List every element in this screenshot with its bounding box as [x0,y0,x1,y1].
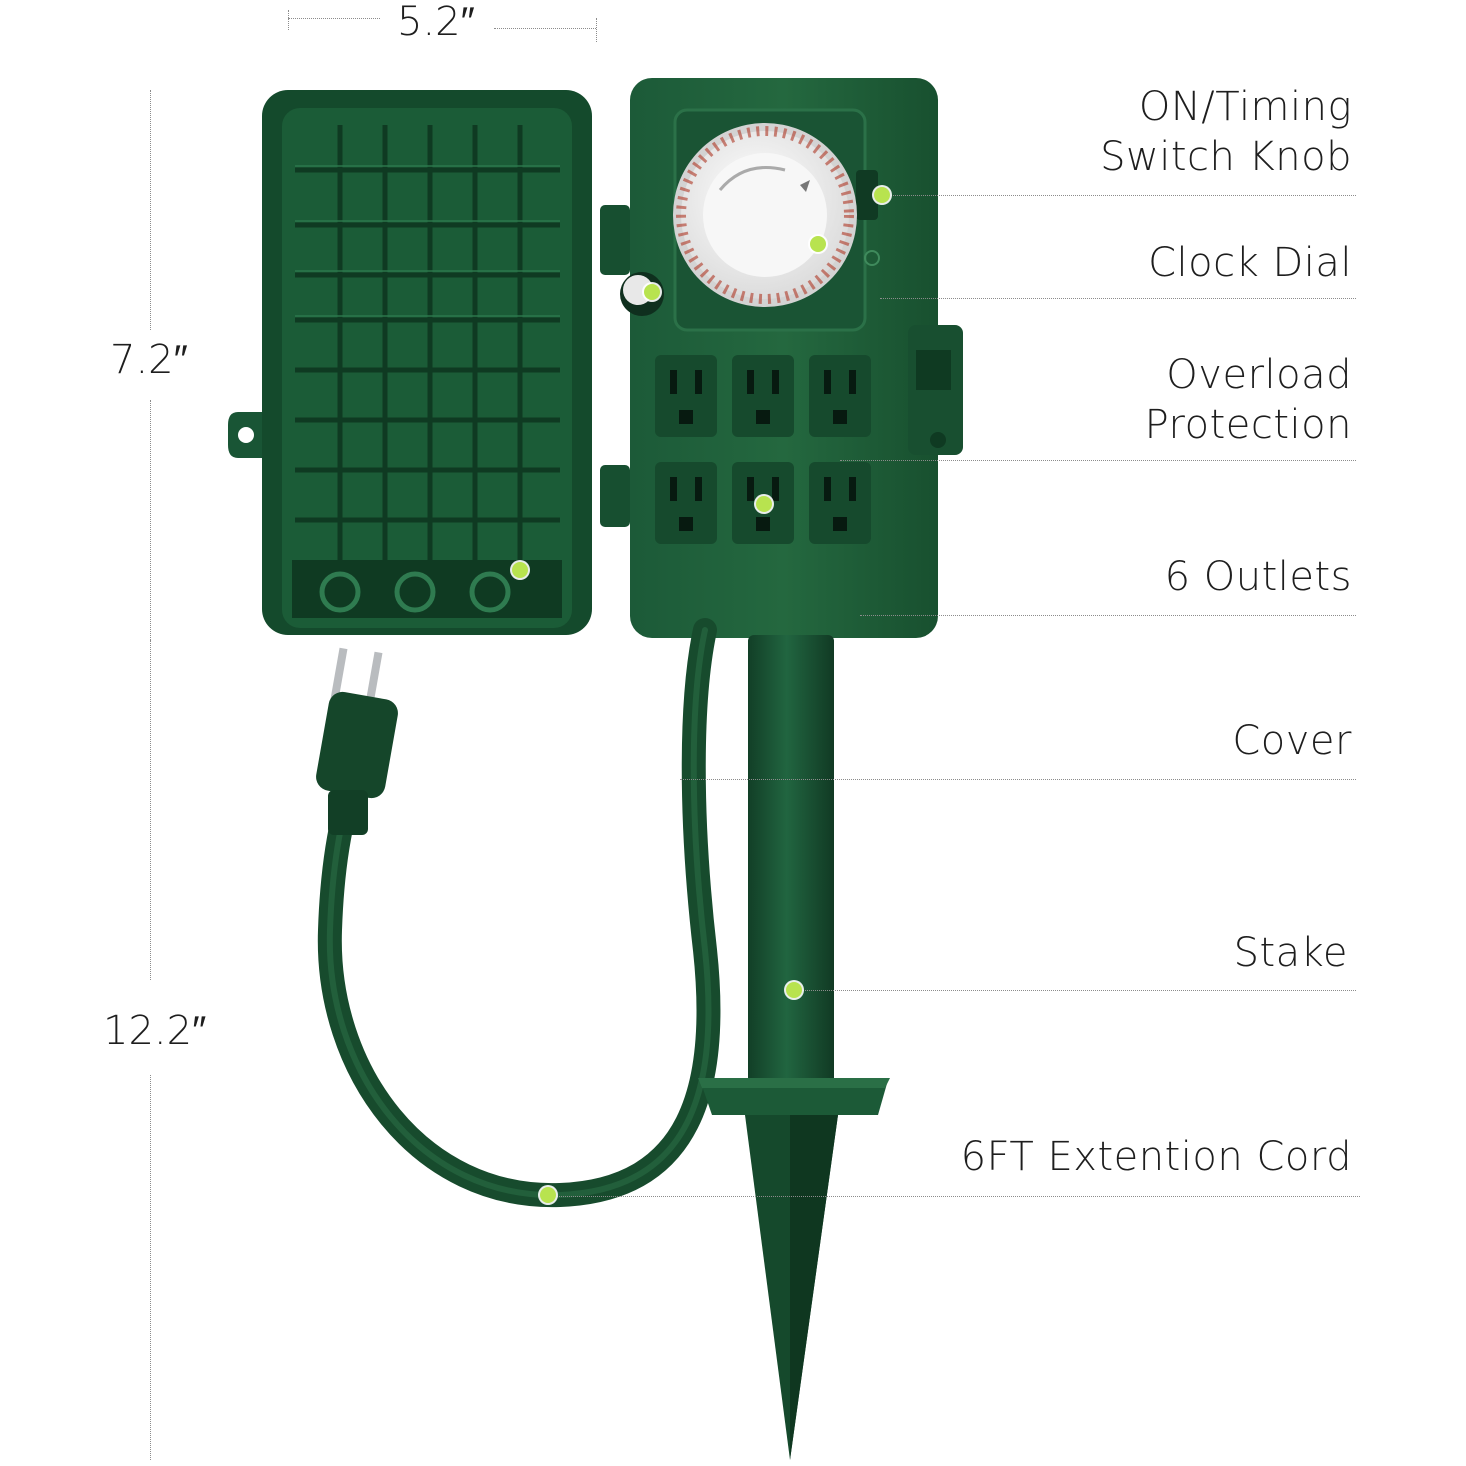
height-guide-mid [150,400,151,640]
stake-guide-bottom [150,1075,151,1460]
marker-switch-knob [874,187,890,203]
callout-outlets: 6 Outlets [1164,554,1352,600]
box-height-dimension: 7.2″ [110,337,188,383]
width-guide-line-left [288,18,380,19]
leader-outlets [860,615,1356,616]
callout-overload-line2: Protection [1144,402,1352,448]
callout-extension-cord: 6FT Extention Cord [960,1134,1352,1180]
outlets [655,355,871,544]
width-guide-left [288,10,289,30]
callout-overload-line1: Overload [1166,352,1352,398]
marker-stake [786,982,802,998]
width-guide-line-right [494,28,596,29]
callout-switch-knob-line2: Switch Knob [1100,134,1352,180]
marker-outlets [756,496,772,512]
callout-switch-knob: ON/Timing Switch Knob [1100,82,1352,182]
callout-switch-knob-line1: ON/Timing [1138,84,1352,130]
stake-guide-top [150,640,151,980]
callout-stake: Stake [1233,930,1348,976]
callout-overload: Overload Protection [1145,350,1352,450]
marker-overload [644,284,660,300]
marker-extension-cord [540,1187,556,1203]
leader-clock-dial [880,298,1356,299]
cover [228,90,592,635]
hinges [600,205,630,527]
switch-lever [856,170,878,220]
plug [316,647,398,835]
leader-cover [680,779,1356,780]
leader-overload [840,460,1356,461]
leader-extension-cord [555,1196,1360,1197]
leader-stake [800,990,1356,991]
stake [698,635,890,1460]
marker-cover [512,562,528,578]
leader-switch-knob [884,195,1356,196]
stake-height-dimension: 12.2″ [103,1008,207,1054]
width-guide-right [596,18,597,42]
extension-cord [317,618,721,1208]
height-guide-top [150,90,151,330]
callout-cover: Cover [1232,718,1352,764]
marker-clock-dial [810,236,826,252]
width-dimension: 5.2″ [397,0,475,45]
callout-clock-dial: Clock Dial [1148,240,1352,286]
clock-dial [673,123,857,307]
